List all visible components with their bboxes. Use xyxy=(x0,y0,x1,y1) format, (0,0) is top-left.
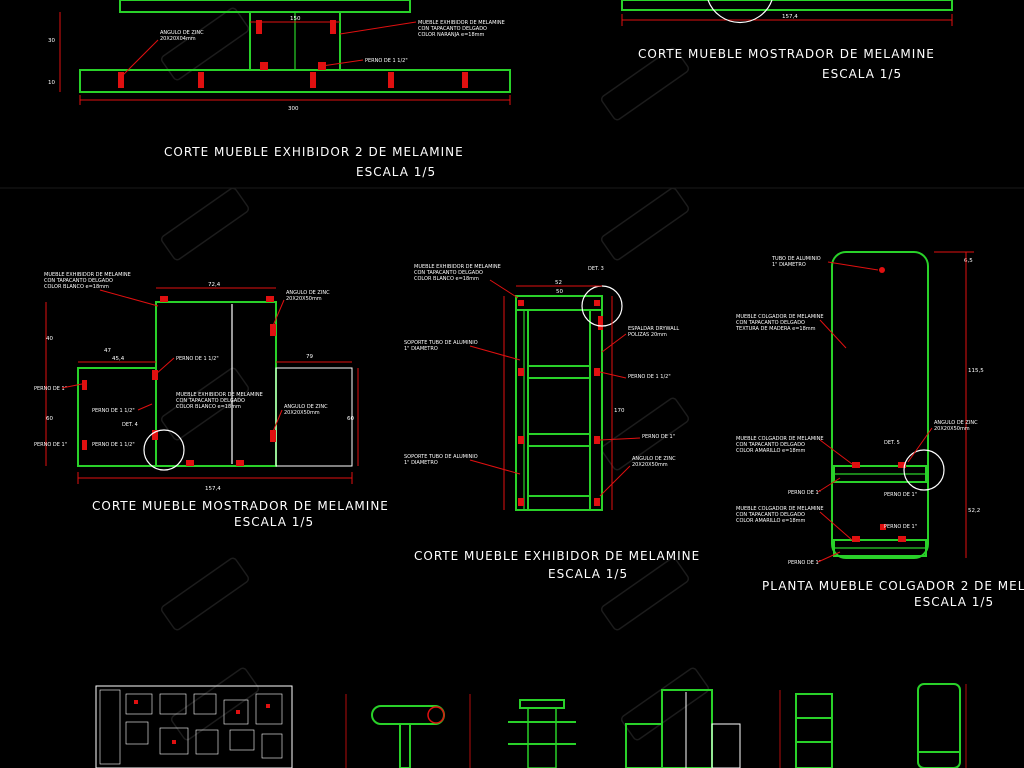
dim-top: 6,5 xyxy=(964,258,973,264)
note-det-5: DET. 5 xyxy=(884,440,900,446)
thumbnail-detail-e xyxy=(917,683,967,768)
scale-mostrador-top: ESCALA 1/5 xyxy=(822,67,902,81)
note-perno-1-1-2-c: PERNO DE 1 1/2" xyxy=(92,442,135,448)
bolt-marks xyxy=(82,296,276,466)
bolt-marks xyxy=(518,300,603,506)
dim-left-top: 47 xyxy=(104,348,111,354)
tube-hole xyxy=(879,267,885,273)
dim-top: 150 xyxy=(290,16,301,22)
dim-top: 72,4 xyxy=(208,282,221,288)
note-perno-1-1-2: PERNO DE 1 1/2" xyxy=(628,374,671,380)
thumbnail-sheet xyxy=(95,685,293,768)
note-perno-1-d: PERNO DE 1" xyxy=(788,560,821,566)
dim-right: 170 xyxy=(614,408,625,414)
dim-left-height-2: 60 xyxy=(46,416,53,422)
note-perno-1-1-2-b: PERNO DE 1 1/2" xyxy=(92,408,135,414)
detail-circle xyxy=(707,0,773,24)
detail-circle xyxy=(143,429,185,471)
thumbnail-strip xyxy=(95,683,967,768)
thumbnail-detail-d xyxy=(779,690,833,768)
dim-left-bottom: 10 xyxy=(48,80,55,86)
note-perno-1: PERNO DE 1" xyxy=(34,386,67,392)
scale-exhibidor-2: ESCALA 1/5 xyxy=(356,165,436,179)
note-perno-1: PERNO DE 1" xyxy=(642,434,675,440)
thumbnail-detail-b xyxy=(469,694,576,768)
note-perno-1-a: PERNO DE 1" xyxy=(788,490,821,496)
dim-left-inner: 45,4 xyxy=(112,356,125,362)
title-exhibidor: CORTE MUEBLE EXHIBIDOR DE MELAMINE xyxy=(414,549,700,563)
dim-right-2: 52,2 xyxy=(968,508,980,514)
note-perno-1-d: PERNO DE 1" xyxy=(34,442,67,448)
dim-left-height: 40 xyxy=(46,336,53,342)
dim-bottom: 157,4 xyxy=(205,486,221,492)
thumbnail-detail-c xyxy=(625,689,741,768)
watermark-layer xyxy=(160,7,710,741)
note-perno-1-c: PERNO DE 1" xyxy=(884,524,917,530)
scale-exhibidor: ESCALA 1/5 xyxy=(548,567,628,581)
title-mostrador-top: CORTE MUEBLE MOSTRADOR DE MELAMINE xyxy=(638,47,935,61)
dim-top: 52 xyxy=(555,280,562,286)
dim-top-2: 50 xyxy=(556,289,563,295)
note-det-4: DET. 4 xyxy=(122,422,138,428)
note-det-3: DET. 3 xyxy=(588,266,604,272)
drawing-mostrador: 72,4 47 45,4 79 157,4 40 60 60 MUEBLE EX… xyxy=(34,272,389,529)
dim-left-top: 30 xyxy=(48,38,55,44)
note-perno-1-b: PERNO DE 1" xyxy=(884,492,917,498)
thumbnail-detail-a xyxy=(345,694,445,768)
drawing-mostrador-top: 157,4 CORTE MUEBLE MOSTRADOR DE MELAMINE… xyxy=(621,0,953,81)
detail-circle xyxy=(903,449,945,491)
title-colgador: PLANTA MUEBLE COLGADOR 2 DE MELAMINE xyxy=(762,579,1024,593)
note-perno-1-1-2: PERNO DE 1 1/2" xyxy=(176,356,219,362)
title-mostrador: CORTE MUEBLE MOSTRADOR DE MELAMINE xyxy=(92,499,389,513)
title-exhibidor-2: CORTE MUEBLE EXHIBIDOR 2 DE MELAMINE xyxy=(164,145,464,159)
dim-bottom: 300 xyxy=(288,106,299,112)
bolt-marks xyxy=(852,462,906,542)
dim-right: 79 xyxy=(306,354,313,360)
scale-mostrador: ESCALA 1/5 xyxy=(234,515,314,529)
dim-right-height: 60 xyxy=(347,416,354,422)
scale-colgador: ESCALA 1/5 xyxy=(914,595,994,609)
dim-bottom: 157,4 xyxy=(782,14,798,20)
note-perno: PERNO DE 1 1/2" xyxy=(365,58,408,64)
dim-right-1: 115,5 xyxy=(968,368,984,374)
